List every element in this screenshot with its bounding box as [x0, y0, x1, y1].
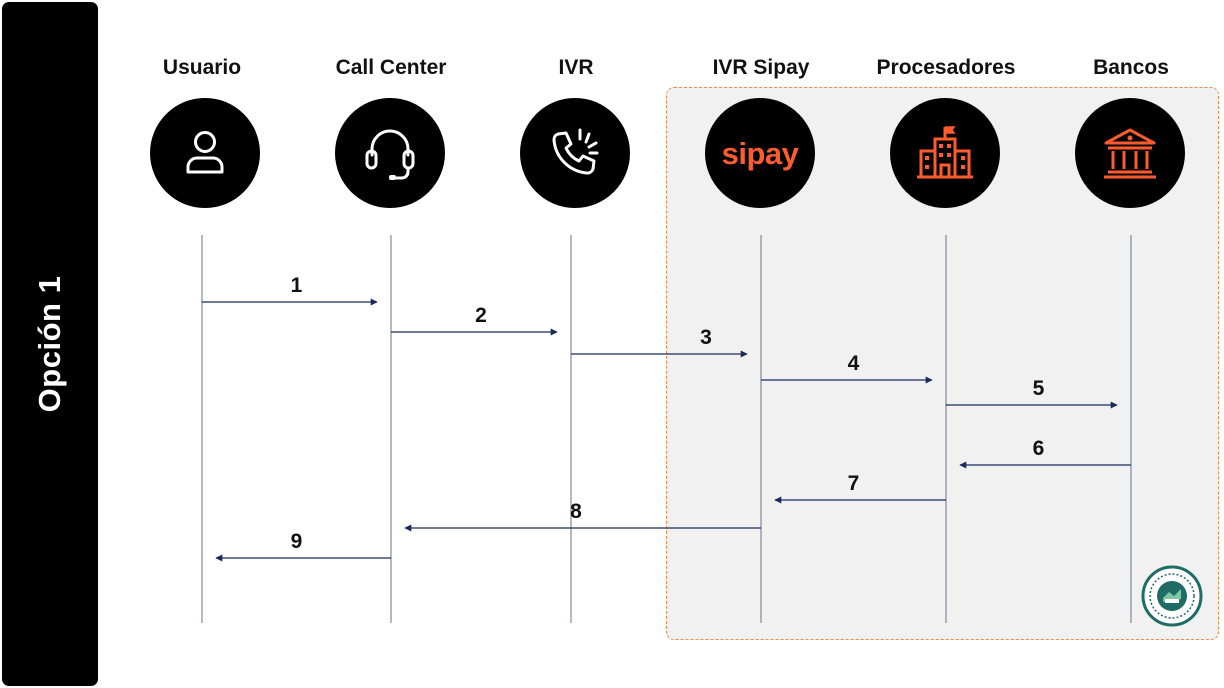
sipay-logo-text: sipay: [721, 135, 799, 171]
message-label-3: 3: [700, 326, 712, 349]
actor-label-usuario: Usuario: [162, 56, 242, 79]
sipay-logo: sipay: [705, 98, 815, 208]
actor-label-procesadores: Procesadores: [876, 56, 1016, 79]
message-label-9: 9: [291, 530, 303, 553]
user-icon: [150, 98, 260, 208]
bank-icon: [1075, 98, 1185, 208]
headset-icon: [335, 98, 445, 208]
message-label-1: 1: [291, 274, 303, 297]
actor-label-bancos: Bancos: [1093, 56, 1169, 79]
message-label-2: 2: [475, 304, 487, 327]
building-icon: [890, 98, 1000, 208]
phone-ringing-icon: [520, 98, 630, 208]
actor-label-call-center: Call Center: [335, 56, 447, 79]
message-label-7: 7: [848, 472, 860, 495]
message-label-5: 5: [1033, 377, 1045, 400]
pci-certification-badge: [1141, 565, 1203, 627]
actor-label-ivr: IVR: [558, 56, 594, 79]
actor-label-ivr-sipay: IVR Sipay: [712, 56, 810, 79]
message-label-6: 6: [1033, 437, 1045, 460]
message-label-4: 4: [848, 352, 860, 375]
message-label-8: 8: [570, 500, 582, 523]
side-banner: Opción 1: [2, 2, 98, 686]
